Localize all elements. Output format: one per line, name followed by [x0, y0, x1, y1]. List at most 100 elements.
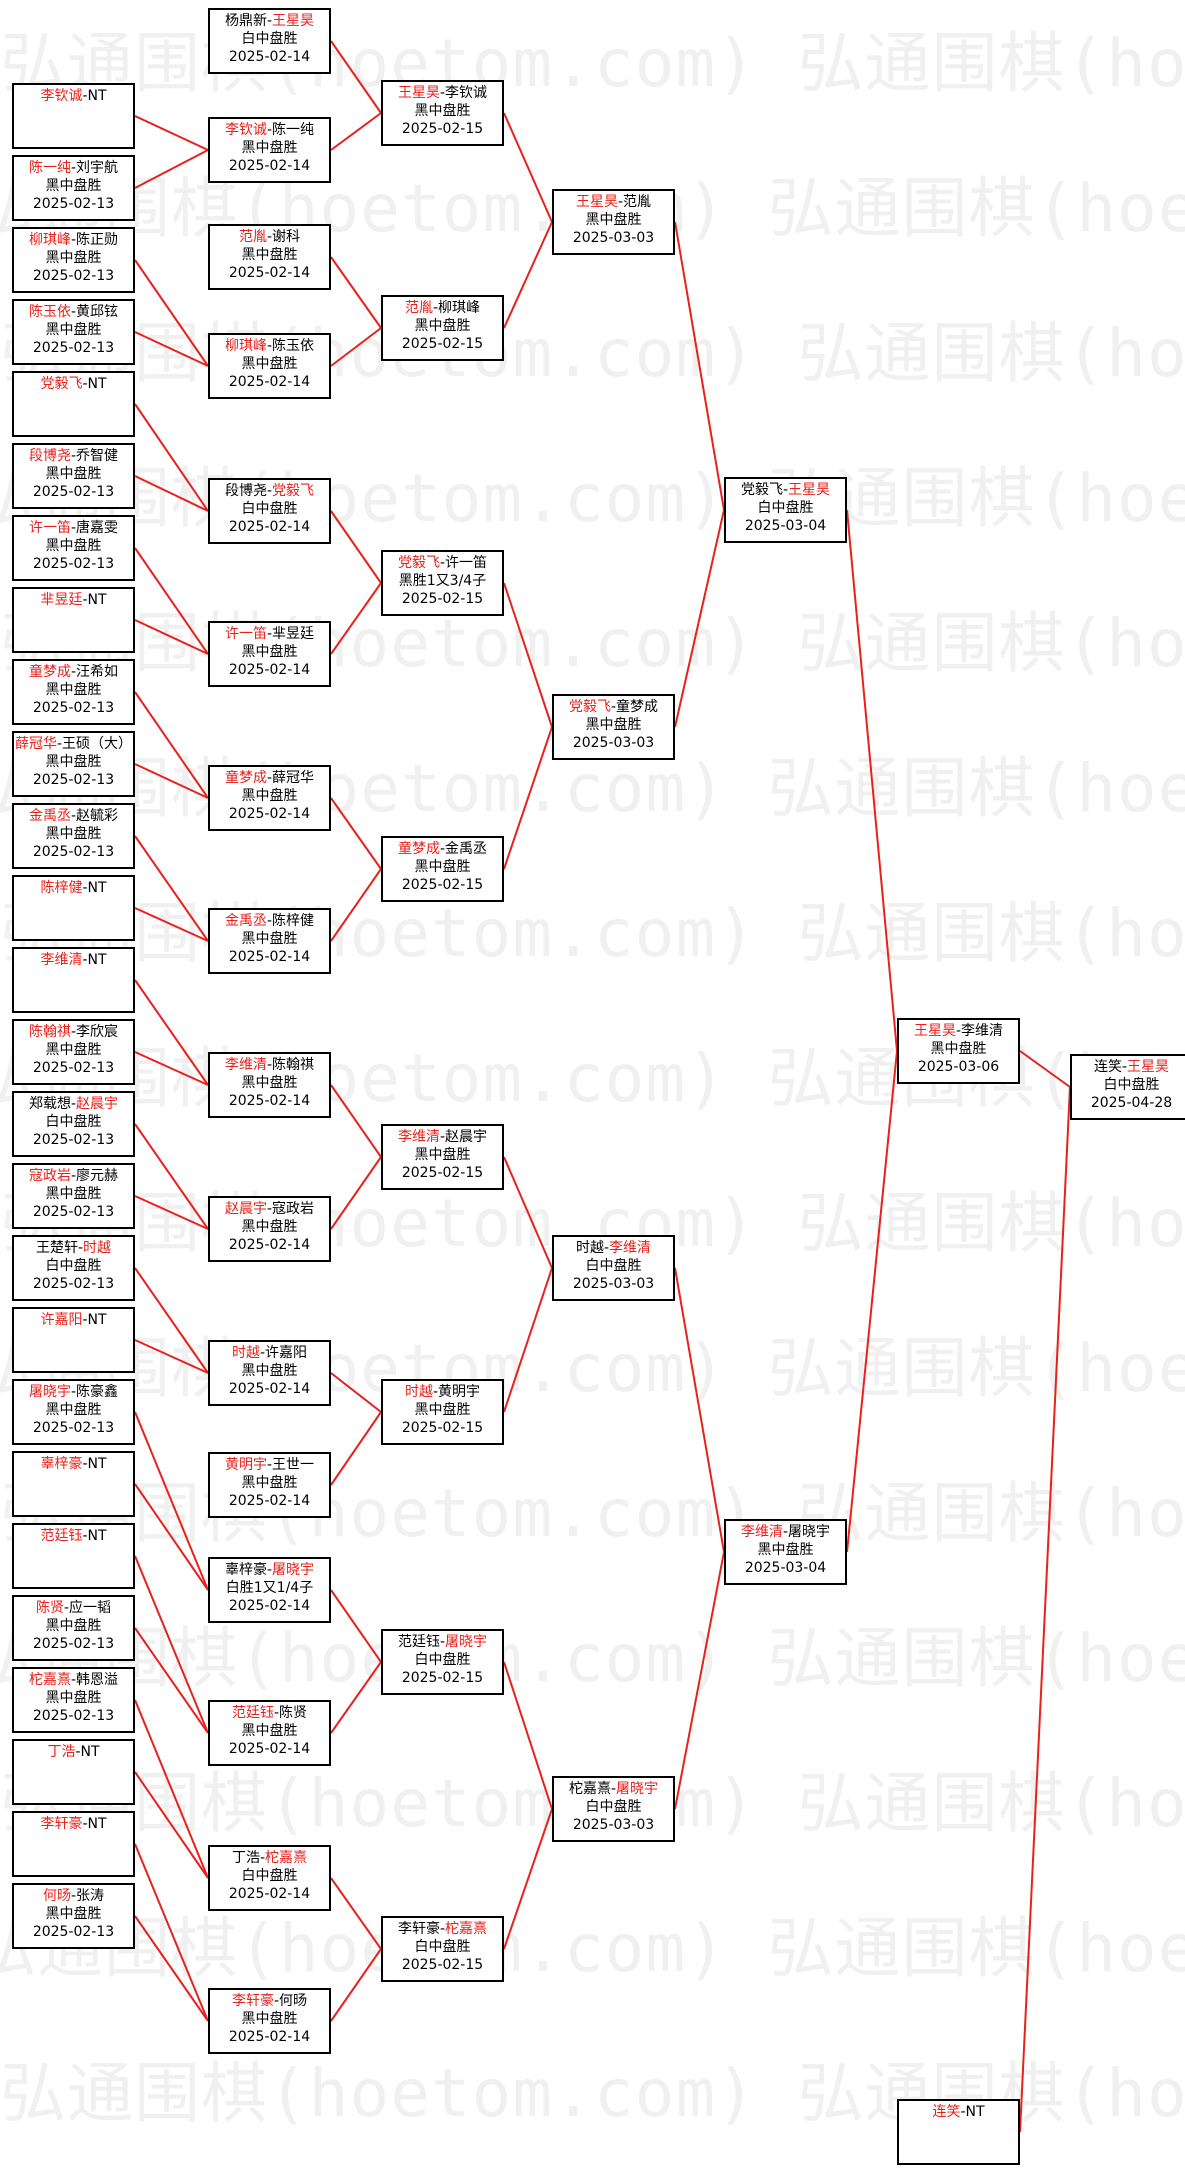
player-white: 陈正勋 [76, 232, 119, 248]
vs-dash: - [75, 1744, 81, 1760]
player-black: 党毅飞 [40, 376, 83, 392]
vs-dash: - [266, 1457, 273, 1473]
vs-dash: - [266, 1057, 273, 1073]
result-text: 白中盘胜 [45, 1114, 102, 1130]
player-black: 辜梓豪 [224, 1562, 267, 1578]
result-text: 黑中盘胜 [45, 466, 102, 482]
player-black: 陈一纯 [28, 160, 71, 176]
match-date: 2025-02-14 [228, 1093, 311, 1109]
result-text: 白中盘胜 [241, 501, 298, 517]
player-black: 时越 [404, 1384, 433, 1400]
player-black: 时越 [231, 1345, 260, 1361]
player-white: 谢科 [272, 229, 301, 245]
player-black: 杨鼎新 [224, 13, 267, 29]
players-line: 王楚轩-时越 [14, 1239, 133, 1257]
match-date: 2025-02-13 [32, 844, 115, 860]
match-date: 2025-03-04 [744, 518, 827, 534]
vs-dash: - [63, 1600, 70, 1616]
player-black: 郑载想 [28, 1096, 71, 1112]
vs-dash: - [439, 1921, 446, 1937]
players-line: 丁浩-柁嘉熹 [210, 1849, 329, 1867]
match-date: 2025-02-13 [32, 772, 115, 788]
player-white: NT [87, 88, 107, 104]
bracket-connector [134, 1483, 209, 1591]
player-white: 李维清 [609, 1240, 652, 1256]
result-text: 黑中盘胜 [585, 212, 642, 228]
players-line: 杨鼎新-王星昊 [210, 12, 329, 30]
player-white: 李钦诚 [445, 85, 488, 101]
bracket-connector [134, 1195, 209, 1230]
match-box-r1: 芈昱廷-NT [12, 587, 135, 653]
player-white: 陈玉依 [272, 338, 315, 354]
result-text: 黑中盘胜 [45, 250, 102, 266]
players-line: 范廷钰-屠晓宇 [383, 1633, 502, 1651]
result-text: 黑中盘胜 [45, 178, 102, 194]
match-date: 2025-02-14 [228, 374, 311, 390]
bracket-connector [503, 1267, 553, 1413]
vs-dash: - [70, 808, 77, 824]
player-white: 张涛 [76, 1888, 105, 1904]
vs-dash: - [439, 1129, 446, 1145]
bracket-connector [134, 835, 209, 942]
players-line: 时越-黄明宇 [383, 1383, 502, 1401]
player-black: 王星昊 [575, 194, 618, 210]
vs-dash: - [266, 483, 273, 499]
bracket-connector [330, 797, 382, 870]
player-black: 赵晨宇 [224, 1201, 267, 1217]
match-date: 2025-02-14 [228, 265, 311, 281]
vs-dash: - [266, 122, 273, 138]
result-text: 黑中盘胜 [241, 1075, 298, 1091]
vs-dash: - [82, 1816, 88, 1832]
result-text: 黑中盘胜 [45, 1906, 102, 1922]
players-line: 李维清-屠晓宇 [726, 1523, 845, 1541]
players-line: 柁嘉熹-屠晓宇 [554, 1780, 673, 1798]
players-line: 丁浩-NT [14, 1743, 133, 1761]
match-box-r1: 辜梓豪-NT [12, 1451, 135, 1517]
result-text: 白中盘胜 [585, 1799, 642, 1815]
player-black: 李维清 [40, 952, 83, 968]
vs-dash: - [266, 1562, 273, 1578]
vs-dash: - [82, 88, 88, 104]
players-line: 段博尧-乔智健 [14, 447, 133, 465]
vs-dash: - [273, 1705, 280, 1721]
vs-dash: - [56, 736, 63, 752]
bracket-connector [134, 1771, 209, 1879]
result-text: 黑中盘胜 [45, 826, 102, 842]
players-line: 党毅飞-NT [14, 375, 133, 393]
result-text: 黑中盘胜 [45, 1618, 102, 1634]
player-black: 屠晓宇 [28, 1384, 71, 1400]
player-black: 党毅飞 [568, 699, 611, 715]
player-black: 许一笛 [28, 520, 71, 536]
bracket-connector [330, 1411, 382, 1486]
players-line: 李维清-NT [14, 951, 133, 969]
bracket-connector [330, 1084, 382, 1158]
vs-dash: - [82, 880, 88, 896]
vs-dash: - [70, 448, 77, 464]
players-line: 李轩豪-NT [14, 1815, 133, 1833]
players-line: 范胤-柳琪峰 [383, 299, 502, 317]
bracket-connector [330, 582, 382, 655]
vs-dash: - [70, 160, 77, 176]
match-date: 2025-02-13 [32, 1708, 115, 1724]
players-line: 李轩豪-何旸 [210, 1992, 329, 2010]
match-date: 2025-02-14 [228, 158, 311, 174]
result-text: 黑中盘胜 [241, 140, 298, 156]
result-text: 黑中盘胜 [585, 717, 642, 733]
bracket-connector [134, 475, 209, 512]
match-date: 2025-02-14 [228, 2029, 311, 2045]
player-white: NT [87, 1528, 107, 1544]
players-line: 芈昱廷-NT [14, 591, 133, 609]
player-black: 李维清 [397, 1129, 440, 1145]
